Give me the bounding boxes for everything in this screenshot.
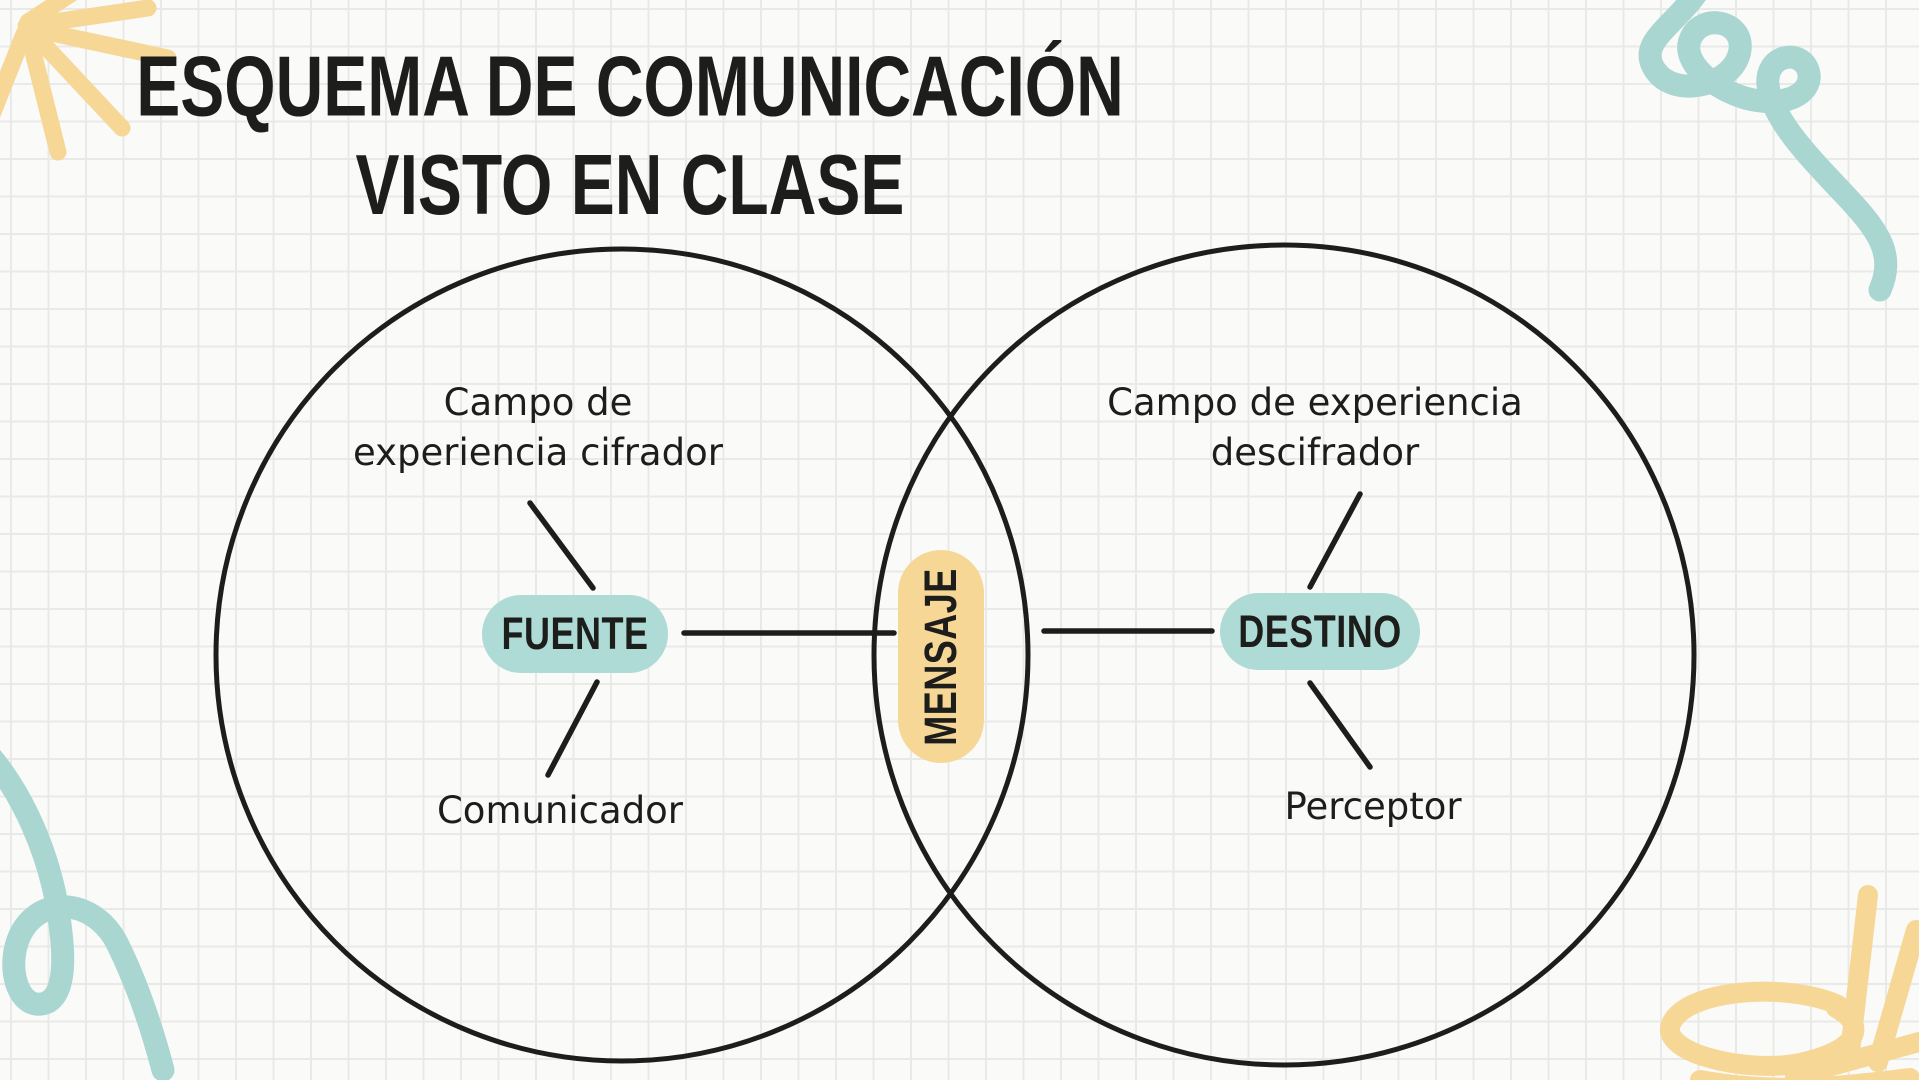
venn-right-circle (871, 242, 1697, 1068)
right-experience-line1: Campo de experiencia (1107, 381, 1523, 424)
connector-fuente-experience (527, 500, 596, 591)
right-experience-line2: descifrador (1210, 431, 1420, 474)
connector-destino-perceptor (1307, 680, 1373, 770)
fuente-node-label: FUENTE (501, 607, 649, 659)
connector-fuente-comunicador (545, 679, 600, 778)
right-experience-label: Campo de experiencia descifrador (1065, 378, 1565, 478)
left-experience-line1: Campo de (443, 381, 633, 424)
fuente-node: FUENTE (482, 595, 668, 673)
yellow-asterisk-doodle-icon (0, 0, 177, 161)
right-actor-label: Perceptor (1284, 785, 1462, 828)
connector-destino-experience (1307, 491, 1363, 590)
mensaje-node: MENSAJE (898, 550, 984, 763)
slide-title-line1: ESQUEMA DE COMUNICACIÓN (136, 37, 1124, 134)
slide-title: ESQUEMA DE COMUNICACIÓN VISTO EN CLASE (0, 36, 1260, 234)
teal-squiggle-doodle-icon (1638, 0, 1898, 302)
teal-curl-doodle-icon (0, 749, 175, 1080)
slide-title-line2: VISTO EN CLASE (355, 136, 905, 233)
destino-node: DESTINO (1220, 593, 1420, 670)
venn-left-circle (213, 246, 1031, 1064)
left-experience-label: Campo de experiencia cifrador (288, 378, 788, 478)
left-actor-label: Comunicador (436, 789, 684, 832)
left-experience-line2: experiencia cifrador (353, 431, 723, 474)
yellow-flower-doodle-icon (1660, 885, 1919, 1080)
destino-node-label: DESTINO (1238, 605, 1402, 657)
mensaje-node-label: MENSAJE (914, 567, 967, 746)
